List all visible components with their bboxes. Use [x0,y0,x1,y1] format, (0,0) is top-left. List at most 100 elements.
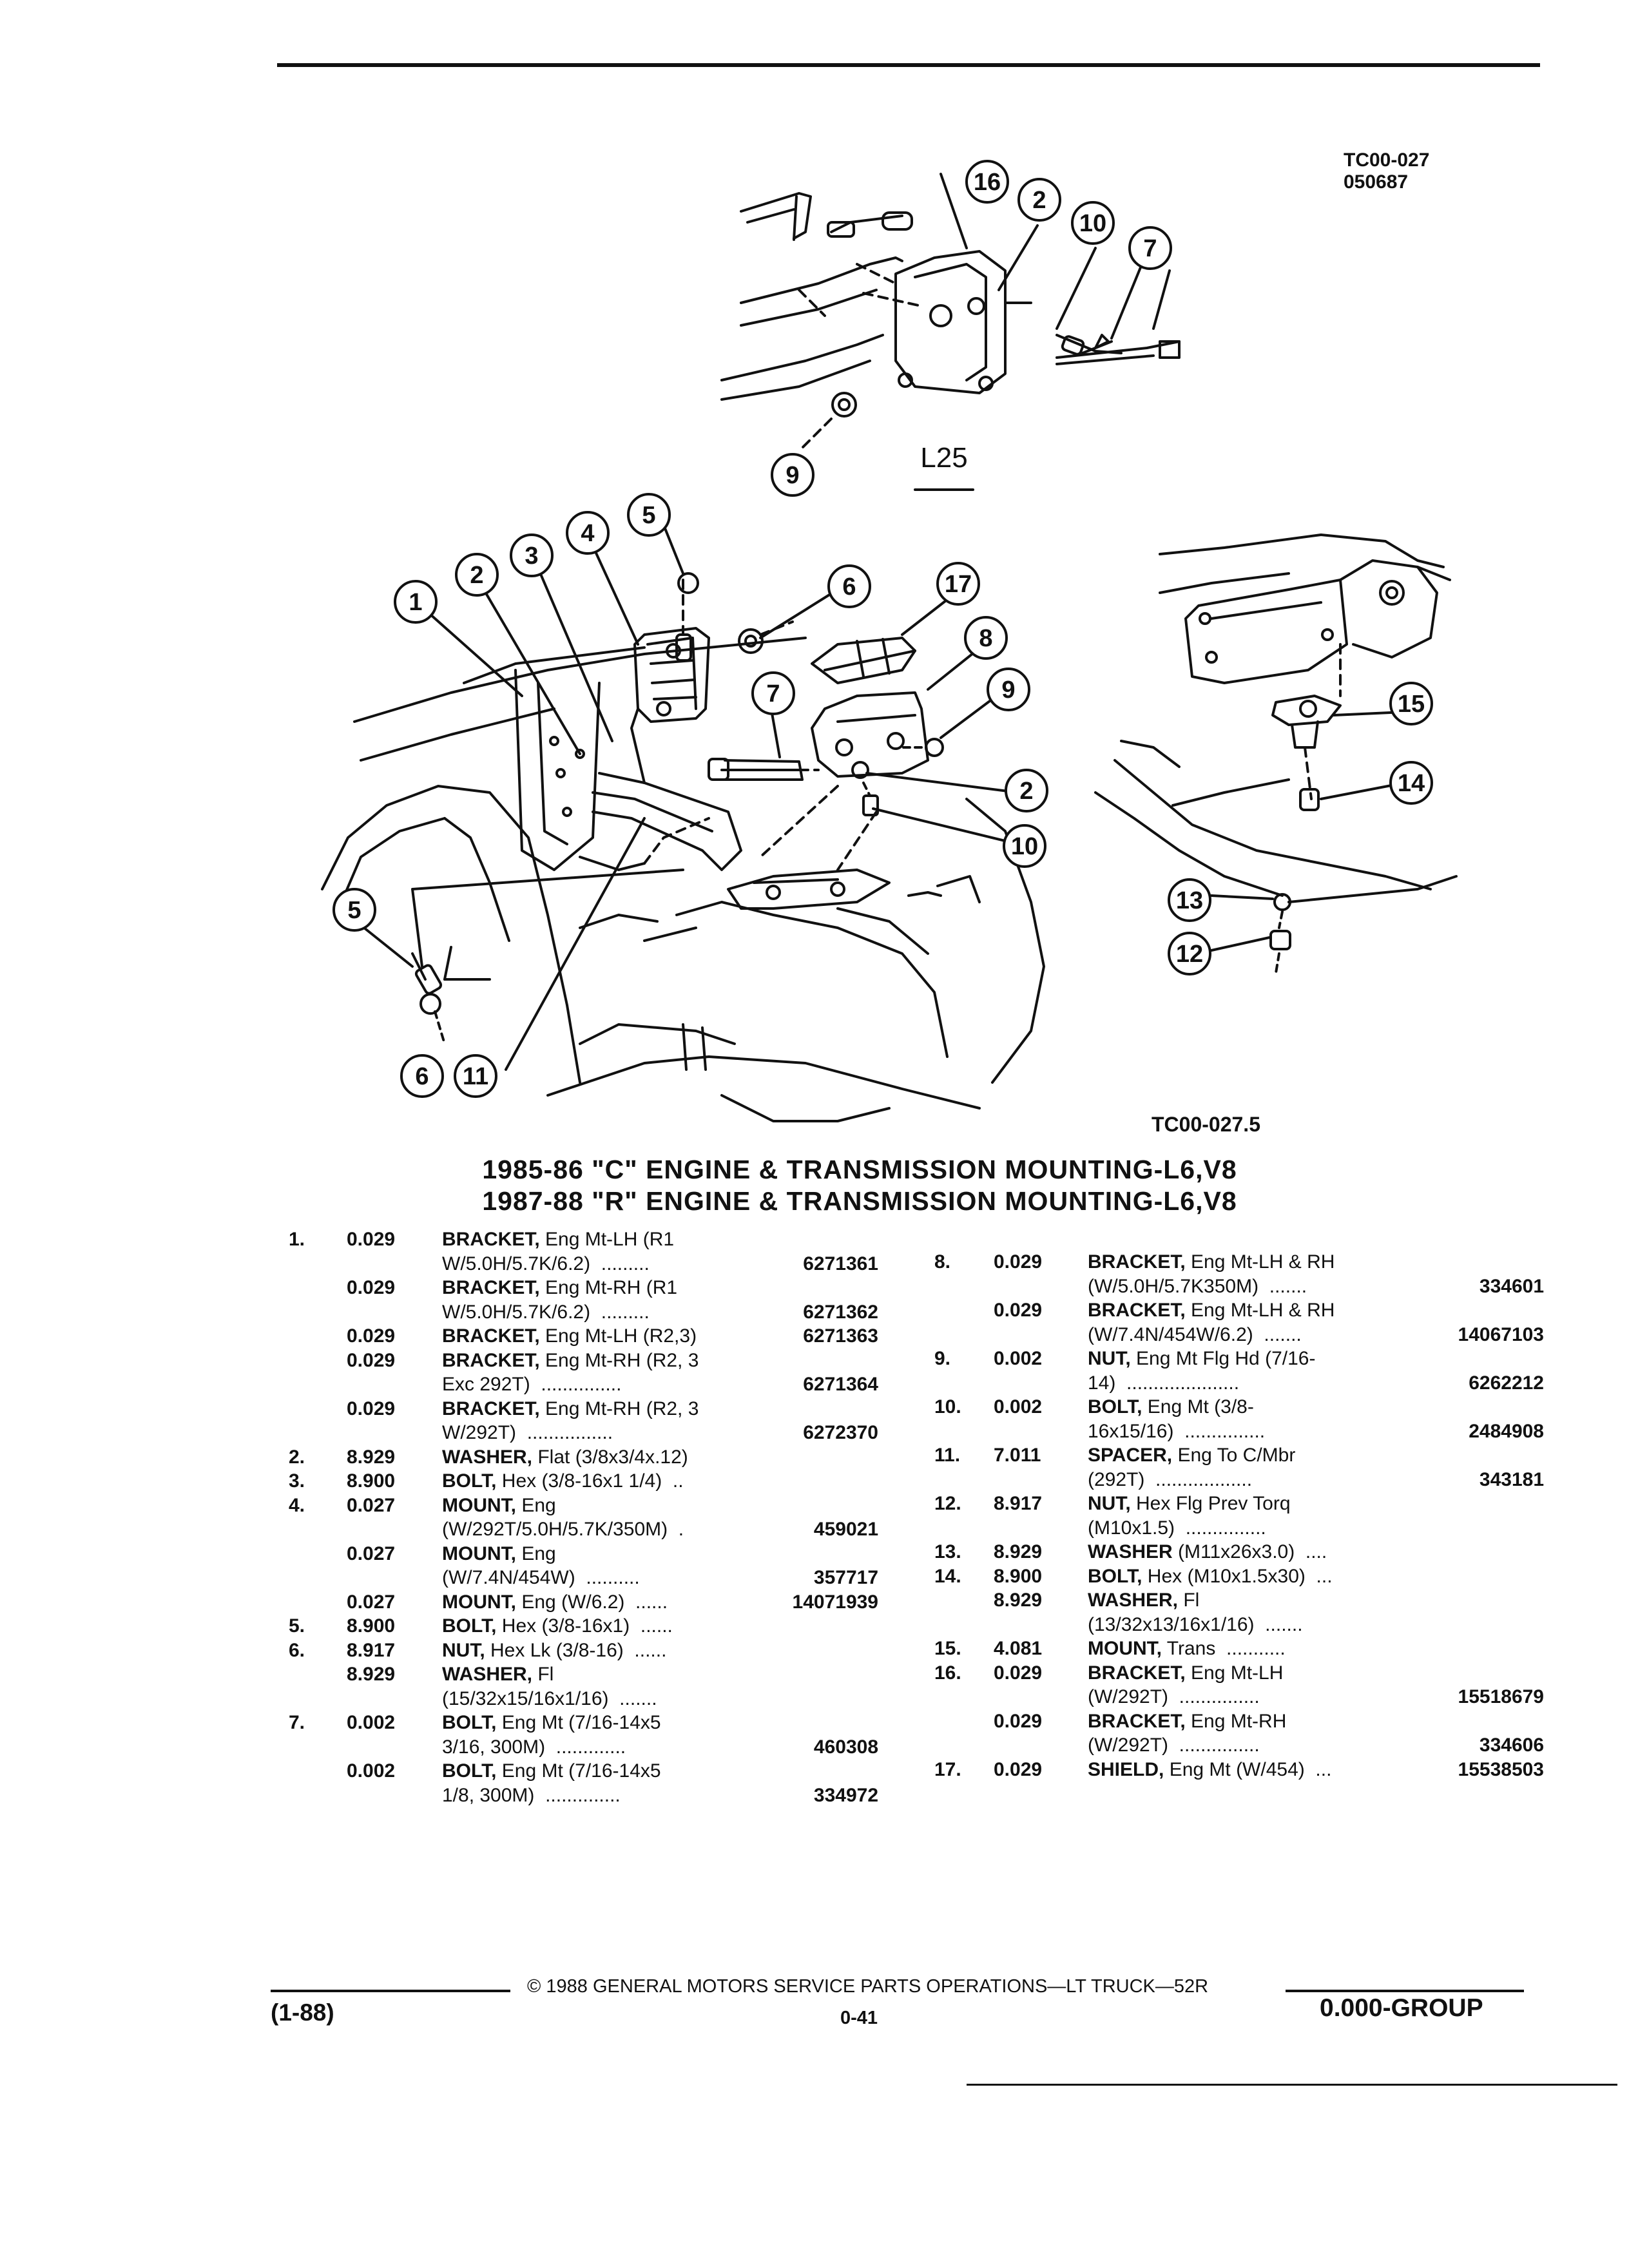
group-code: 8.900 [347,1615,396,1637]
part-name: BOLT, [442,1760,497,1782]
parts-row: (292T) ..................343181 [934,1468,1544,1492]
callout-5: 5 [347,897,361,924]
part-detail: (W/292T/5.0H/5.7K/350M) . [442,1519,684,1540]
parts-row: W/292T) ................6272370 [289,1421,878,1445]
part-description: 1/8, 300M) .............. [442,1783,621,1808]
group-code: 0.029 [994,1662,1043,1684]
callout-3: 3 [525,543,538,570]
callout-6: 6 [842,573,856,601]
part-description: 14) ..................... [1088,1371,1239,1396]
part-detail: (W/5.0H/5.7K350M) ....... [1088,1275,1307,1297]
group-code: 4.081 [994,1638,1043,1659]
part-description: WASHER, Fl [1088,1588,1199,1613]
group-code: 0.027 [347,1494,396,1516]
parts-row: (W/5.0H/5.7K350M) .......334601 [934,1274,1544,1299]
part-detail: 1/8, 300M) .............. [442,1784,621,1806]
part-description: BOLT, Hex (3/8-16x1 1/4) .. [442,1469,684,1494]
part-description: 16x15/16) ............... [1088,1419,1265,1444]
group-code: 0.029 [347,1229,396,1250]
part-name: MOUNT, [1088,1638,1162,1659]
part-number: 334606 [1479,1735,1544,1756]
part-detail: (W/7.4N/454W) .......... [442,1567,640,1588]
part-name: WASHER [1088,1541,1173,1562]
part-name: BRACKET, [442,1325,540,1347]
part-description: (15/32x15/16x1/16) ....... [442,1687,657,1711]
parts-row: (W/7.4N/454W/6.2) ....... 14067103 [934,1323,1544,1347]
part-detail: Fl [532,1664,554,1685]
part-name: SHIELD, [1088,1758,1164,1780]
group-code: 7.011 [994,1445,1041,1466]
callout-15: 15 [1398,691,1425,718]
parts-row: (M10x1.5) ............... [934,1516,1544,1541]
part-description: NUT, Hex Flg Prev Torq [1088,1492,1291,1516]
page-title-line-2: 1987-88 "R" ENGINE & TRANSMISSION MOUNTI… [482,1186,1237,1216]
exploded-parts-illustration: 16 2 10 7 9 1 2 3 4 5 6 17 8 7 9 2 10 5 … [321,160,1458,1122]
group-code: 0.029 [347,1277,396,1298]
part-detail: Eng Mt-RH [1185,1710,1287,1732]
parts-row: (15/32x15/16x1/16) ....... [289,1687,878,1711]
group-code: 8.917 [994,1493,1043,1514]
part-detail: Eng Mt-LH & RH [1185,1251,1335,1273]
callout-10: 10 [1079,210,1106,237]
callout-9: 9 [786,462,799,489]
part-description: BOLT, Eng Mt (3/8- [1088,1395,1254,1419]
part-detail: W/5.0H/5.7K/6.2) ......... [442,1253,650,1274]
part-number: 14067103 [1458,1323,1544,1345]
part-number: 6271364 [803,1374,878,1395]
callout-12: 12 [1176,941,1203,968]
item-number: 4. [289,1494,305,1516]
part-number: 6271363 [803,1325,878,1347]
part-name: MOUNT, [442,1494,516,1516]
callout-2: 2 [1032,187,1046,214]
parts-row: 16x15/16) ...............2484908 [934,1419,1544,1444]
group-code: 8.929 [994,1541,1043,1562]
figure-date-code: 050687 [1344,171,1409,193]
part-description: MOUNT, Eng (W/6.2) ...... [442,1590,668,1615]
part-detail: Eng (W/6.2) ...... [516,1591,668,1613]
part-name: BRACKET, [1088,1251,1186,1273]
part-description: NUT, Eng Mt Flg Hd (7/16- [1088,1347,1315,1371]
part-description: BRACKET, Eng Mt-RH (R2, 3 [442,1349,699,1373]
part-description: (W/7.4N/454W) .......... [442,1566,640,1590]
part-detail: Hex (M10x1.5x30) ... [1142,1565,1333,1587]
part-detail: Eng Mt (7/16-14x5 [496,1712,661,1733]
part-description: W/292T) ................ [442,1421,613,1445]
part-detail: Eng To C/Mbr [1172,1445,1296,1466]
part-detail: Eng Mt Flg Hd (7/16- [1130,1348,1316,1369]
part-description: (13/32x13/16x1/16) ....... [1088,1613,1303,1637]
part-detail: (W/7.4N/454W/6.2) ....... [1088,1323,1302,1345]
part-description: BOLT, Eng Mt (7/16-14x5 [442,1711,661,1735]
item-number: 6. [289,1639,305,1661]
page-number: 0-41 [840,2008,878,2028]
part-detail: Eng Mt-LH & RH [1185,1300,1335,1321]
item-number: 2. [289,1446,305,1468]
item-number: 11. [934,1445,961,1466]
part-detail: Eng Mt-RH (R2, 3 [539,1349,699,1371]
part-description: BRACKET, Eng Mt-LH (R1 [442,1227,674,1252]
group-code: 0.002 [347,1712,396,1733]
group-code: 8.929 [347,1446,396,1468]
callout-4: 4 [581,520,594,547]
group-code: 8.900 [994,1565,1043,1587]
callout-17: 17 [945,571,972,598]
part-detail: Eng Mt (7/16-14x5 [496,1760,661,1782]
part-description: BRACKET, Eng Mt-LH & RH [1088,1298,1335,1323]
parts-row: Exc 292T) ...............6271364 [289,1372,878,1397]
part-detail: Fl [1178,1590,1200,1611]
part-detail: Eng Mt-LH (R2,3) [539,1325,697,1347]
group-code: 0.002 [347,1760,396,1782]
